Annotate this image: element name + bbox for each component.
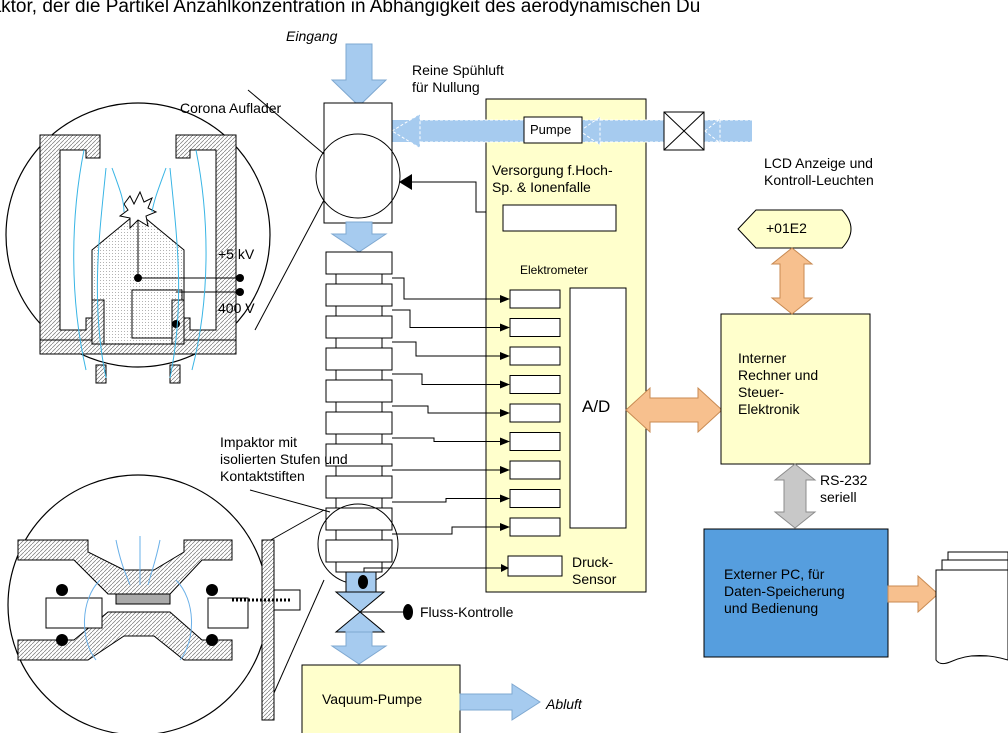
impactor-stage [325,251,393,275]
electrometer-channel [509,517,561,537]
impactor-detail-view [7,474,301,733]
electrometer-channel [509,403,561,423]
stage-wire [392,526,500,535]
pump-label: Pumpe [530,122,572,137]
impactor-spacer [335,529,383,541]
impactor-stage [325,347,393,371]
ad-converter [569,287,627,529]
external-pc-box [703,528,889,658]
external-pc-label: Externer PC, für Daten-Speicherung und B… [724,566,845,616]
pump-inlet-arrow [330,631,388,665]
voltage-5kv-label: +5 kV [218,246,255,262]
electrometer-channel [509,432,561,451]
wire-arrowhead [500,295,510,303]
rs232-label: RS-232 seriell [820,472,868,505]
wire-arrowhead [500,494,510,503]
electrometer-channel [509,489,561,508]
electrometer-channel [509,289,561,309]
stage-wire [392,341,500,357]
pump-box [523,116,583,144]
lcd-value: +01E2 [766,220,807,236]
lcd-display [737,209,852,249]
impactor-stage [325,539,393,563]
header-text: paktor, der die Partikel Anzahlkonzentra… [0,0,701,17]
wire-arrowhead [500,523,510,531]
impactor-spacer [335,561,383,573]
printout-icon [935,551,1008,665]
flow-control-knob [403,604,413,620]
hv-supply-label: Versorgung f.Hoch- Sp. & Ionenfalle [492,162,613,195]
electrometer-channel [509,346,561,366]
purge-valve-icon [663,111,705,151]
electrometer-label: Elektrometer [520,263,589,277]
lcd-link-arrow [770,247,814,315]
wire-arrowhead [500,323,510,332]
voltage-400v-label: 400 V [218,300,255,316]
impactor-spacer [335,305,383,317]
electrometer-channels [509,289,561,537]
internal-computer-label: Interner Rechner und Steuer- Elektronik [738,350,819,417]
impactor-stack [325,251,393,573]
vacuum-pump-label: Vaquum-Pumpe [322,691,423,707]
internal-computer-box [720,313,871,465]
impactor-stage [325,411,393,435]
wire-arrowhead [500,409,510,417]
impactor-label: Impaktor mit isolierten Stufen und Konta… [220,434,348,484]
charger-label: Corona Auflader [180,100,282,116]
impactor-stage [325,315,393,339]
charger-outlet-arrow [330,221,388,253]
impactor-stage [325,379,393,403]
impactor-spacer [335,369,383,381]
charger-detail-view [5,102,271,384]
pc-output-arrow [887,574,939,614]
stage-wire [392,437,500,442]
exhaust-label: Abluft [546,696,582,712]
stage-wire [392,373,500,385]
pressure-sensor-label: Druck- Sensor [572,554,617,587]
pressure-sensor-box [507,555,563,577]
stage-wire [392,277,500,300]
stage-wire [392,405,500,414]
lcd-label: LCD Anzeige und Kontroll-Leuchten [764,155,874,188]
exhaust-arrow [459,683,541,721]
electrometer-channel [509,460,561,480]
wire-arrowhead [500,380,510,389]
inlet-label: Eingang [286,28,338,44]
impactor-stage [325,507,393,531]
wire-arrowhead [500,466,510,474]
ad-label: A/D [582,397,611,416]
electrometer-wires [392,277,510,535]
purge-air-label: Reine Spühluft für Nullung [412,62,504,95]
inlet-arrow [330,43,388,107]
wire-arrowhead [500,437,510,446]
charger-detail-marker [315,133,401,219]
impactor-spacer [335,401,383,413]
flow-control-label: Fluss-Kontrolle [420,604,514,620]
stage-wire [392,309,500,328]
impactor-spacer [335,337,383,349]
impactor-stage [325,283,393,307]
rs232-link-arrow [773,463,817,529]
corona-charger-box [323,102,393,224]
stage-wire [392,498,500,503]
electrometer-channel [509,318,561,337]
vacuum-pump-box [301,664,461,733]
electrometer-channel [509,375,561,394]
hv-supply-box [502,204,617,232]
impactor-spacer [335,273,383,285]
wire-arrowhead [500,352,510,360]
